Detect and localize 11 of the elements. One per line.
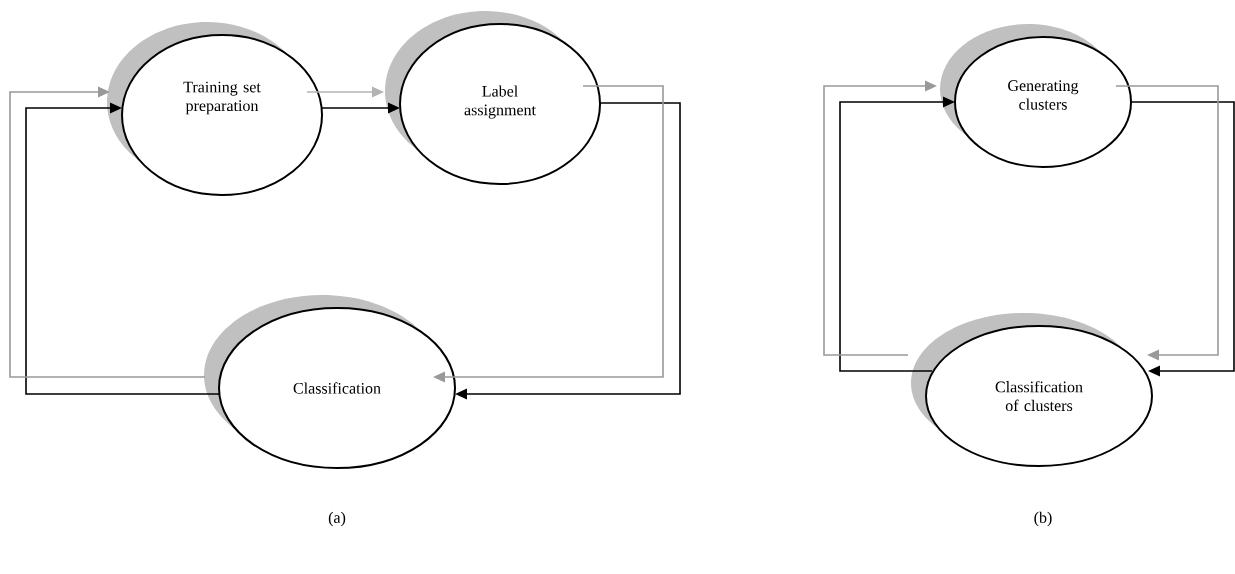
ellipse-node: Label assignment <box>385 11 601 185</box>
panel-label: (a) <box>328 511 346 527</box>
ellipse-node: Classification of clusters <box>911 313 1153 467</box>
ellipse-node: Classification <box>204 295 456 469</box>
arrow <box>9 86 206 378</box>
arrow <box>1130 101 1235 377</box>
arrow <box>25 102 220 395</box>
ellipse-node: Training set preparation <box>107 22 323 196</box>
panel-label: (b) <box>1034 511 1052 527</box>
arrow <box>1115 85 1219 361</box>
ellipse-node: Generating clusters <box>940 24 1132 168</box>
